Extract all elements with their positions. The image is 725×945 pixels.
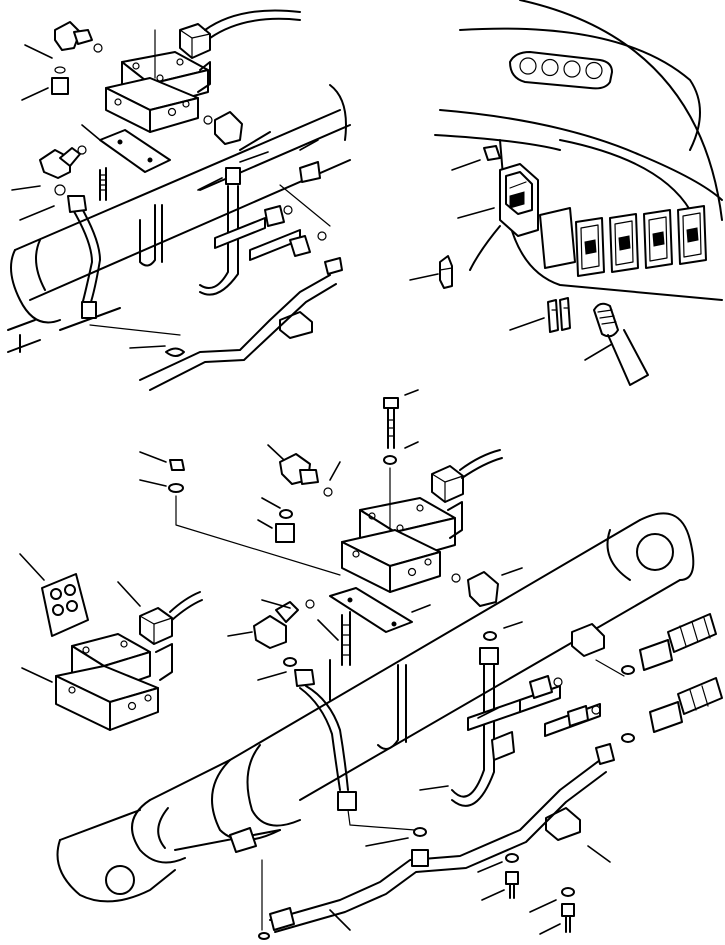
elbow-fitting-left-2	[11, 145, 87, 191]
rocker-switch	[677, 205, 707, 265]
stud-bolts-top	[99, 167, 163, 267]
hose-left-top	[19, 184, 101, 319]
indicator-lamp	[563, 60, 581, 78]
manifold-port	[66, 600, 78, 612]
indicator-lamp	[519, 57, 537, 75]
gasket-plate-bottom	[329, 587, 431, 633]
pipe-lower-bottom	[258, 743, 615, 940]
boom-cylinder	[56, 512, 695, 903]
rocker-switch-assembly	[451, 145, 539, 271]
rocker-switch	[609, 213, 639, 273]
auxiliary-coil	[117, 581, 203, 681]
harness-connector	[584, 302, 649, 386]
gasket-plate-top	[81, 124, 171, 173]
top-left-panel	[7, 9, 351, 391]
hose-bottom-left	[257, 657, 416, 831]
relay-connectors	[509, 297, 571, 333]
bolt-long-bottom	[383, 389, 419, 465]
auxiliary-valve-block	[21, 633, 159, 731]
pipe-lower-top	[89, 274, 337, 391]
elbow-fitting-right-top	[197, 111, 271, 296]
indicator-lamps	[519, 57, 603, 80]
bottom-panel	[19, 389, 723, 940]
indicator-lamp	[541, 58, 559, 77]
adapter-bottom-1	[257, 497, 295, 543]
bolts-bottom-right	[477, 853, 575, 935]
rocker-switch	[643, 209, 673, 269]
adapter-fitting-top	[21, 66, 69, 101]
elbow-fitting-bottom-1	[267, 444, 341, 497]
rocker-switch	[575, 217, 605, 277]
bulb	[409, 255, 453, 289]
manifold-ports	[50, 584, 78, 616]
clamp-assembly-bottom	[467, 675, 611, 863]
solenoid-coil-bottom	[431, 449, 503, 539]
elbow-fitting-bottom-2	[227, 599, 315, 649]
quick-coupler-hoses	[571, 613, 723, 743]
nut-washer-pair	[139, 451, 341, 576]
switch-bank	[539, 205, 707, 277]
clamp-assembly-top	[214, 161, 343, 339]
solenoid-valve-block-bottom	[341, 467, 456, 593]
elbow-fitting-bottom-right	[419, 567, 523, 807]
manifold-port	[50, 588, 62, 600]
leaders-top-left	[239, 139, 319, 163]
indicator-lamp	[585, 61, 603, 80]
indicator-lamp-panel	[509, 51, 613, 90]
elbow-fitting-top-left	[24, 21, 103, 59]
switch-bank-switches	[575, 205, 707, 277]
solenoid-valve-block-top	[105, 29, 209, 133]
manifold-plate	[19, 553, 89, 637]
manifold-port	[64, 584, 76, 596]
stud-bottom	[317, 611, 407, 750]
manifold-port	[52, 604, 64, 616]
top-right-panel	[409, 0, 723, 386]
solenoid-coil-top	[179, 9, 301, 93]
